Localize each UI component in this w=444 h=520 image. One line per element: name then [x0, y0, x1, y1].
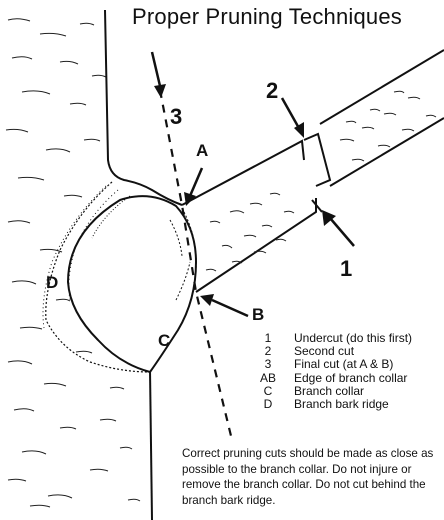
- legend-key: 3: [264, 357, 272, 372]
- label-cut-3: 3: [170, 104, 182, 129]
- arrow-3: [150, 51, 166, 98]
- legend-key: 2: [264, 344, 272, 359]
- legend-text: Edge of branch collar: [294, 370, 408, 385]
- label-cut-2: 2: [266, 78, 278, 103]
- legend-row: AB Edge of branch collar: [248, 370, 412, 385]
- legend-row: D Branch bark ridge: [248, 397, 412, 412]
- trunk-edge: [104, 9, 183, 206]
- legend-key: C: [263, 383, 273, 398]
- arrow-2: [280, 97, 304, 138]
- legend-text: Final cut (at A & B): [294, 357, 394, 372]
- branch-collar: [66, 195, 198, 374]
- legend-row: C Branch collar: [248, 383, 412, 398]
- label-b: B: [252, 305, 264, 324]
- arrow-1: [322, 210, 355, 247]
- legend-text: Second cut: [294, 344, 355, 359]
- pruning-note: Correct pruning cuts should be made as c…: [180, 446, 444, 509]
- legend-row: 3 Final cut (at A & B): [248, 358, 412, 371]
- arrow-b: [200, 294, 249, 318]
- trunk-lower-edge: [149, 369, 153, 520]
- diagram-title: Proper Pruning Techniques: [132, 4, 402, 29]
- legend: 1 Undercut (do this first) 2 Second cut 3 F…: [248, 331, 413, 412]
- label-a: A: [196, 141, 208, 160]
- label-cut-1: 1: [340, 256, 352, 281]
- label-c: C: [158, 331, 170, 350]
- branch: [181, 49, 444, 293]
- legend-key: AB: [259, 370, 276, 385]
- legend-key: 1: [264, 331, 272, 345]
- legend-row: 1 Undercut (do this first): [248, 331, 413, 345]
- label-d: D: [46, 273, 58, 292]
- legend-text: Branch collar: [294, 383, 365, 398]
- legend-row: 2 Second cut: [248, 345, 412, 358]
- legend-key: D: [263, 397, 273, 412]
- legend-text: Undercut (do this first): [294, 331, 413, 345]
- bark-ridge: [45, 181, 151, 373]
- arrow-a: [184, 167, 204, 206]
- legend-text: Branch bark ridge: [294, 397, 389, 412]
